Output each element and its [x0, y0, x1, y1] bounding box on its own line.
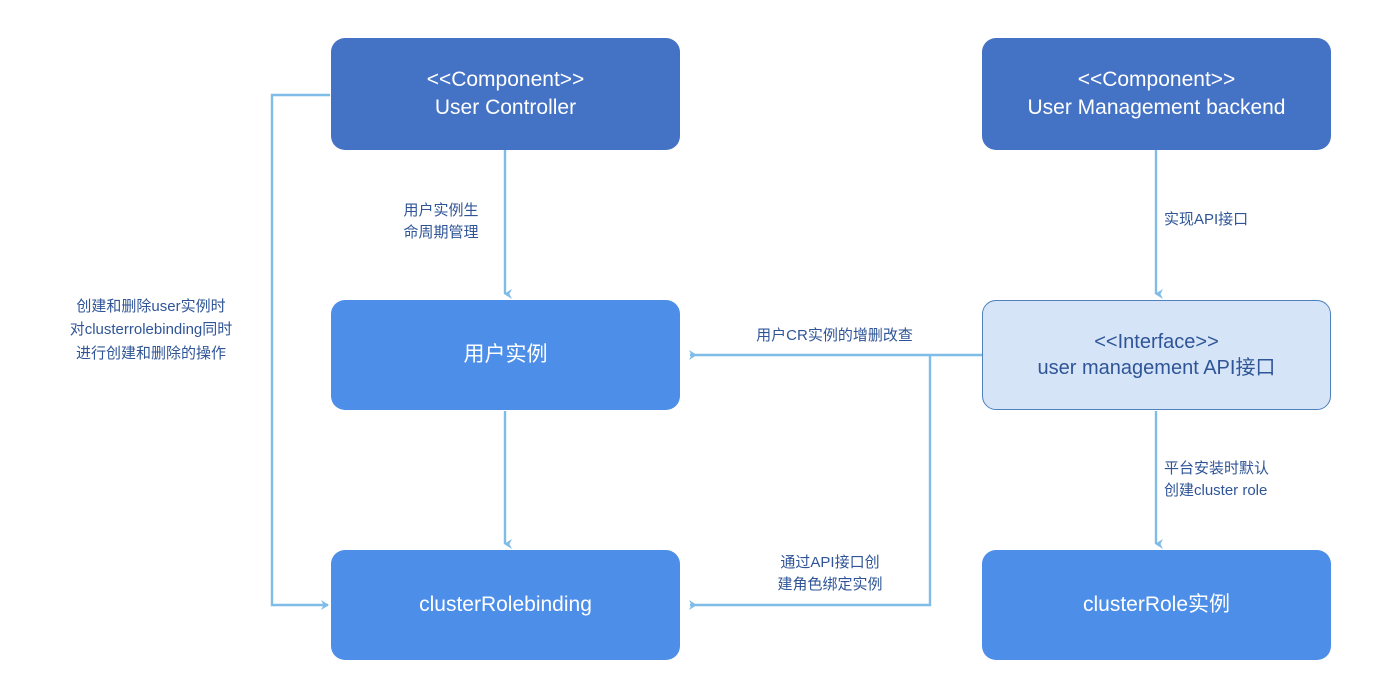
edge-controller-to-rolebinding: [270, 93, 330, 610]
node-cluster-role-name: clusterRole实例: [1082, 593, 1231, 617]
node-api-interface-name: user management API接口: [1037, 357, 1276, 379]
edge-label-implements-api: 实现API接口: [1164, 209, 1284, 231]
edge-label-user-cr-crud: 用户CR实例的增删改查: [727, 325, 942, 347]
node-user-management-backend-name: User Management backend: [1027, 96, 1286, 119]
edge-label-lifecycle: 用户实例生 命周期管理: [387, 200, 495, 244]
node-user-instance-name: 用户实例: [463, 343, 548, 367]
node-user-controller-name: User Controller: [434, 96, 577, 119]
node-cluster-rolebinding[interactable]: clusterRolebinding: [331, 550, 680, 660]
node-cluster-rolebinding-name: clusterRolebinding: [419, 593, 592, 617]
edge-label-default-cluster-role: 平台安装时默认 创建cluster role: [1164, 458, 1314, 502]
note-left-clusterrolebinding-sync: 创建和删除user实例时 对clusterrolebinding同时 进行创建和…: [69, 298, 233, 362]
node-cluster-role[interactable]: clusterRole实例: [982, 550, 1331, 660]
node-user-management-backend-stereotype: <<Component>>: [1077, 68, 1236, 92]
node-user-management-backend[interactable]: <<Component>> User Management backend: [982, 38, 1331, 150]
edge-api-to-rolebinding: [689, 355, 932, 610]
node-user-instance[interactable]: 用户实例: [331, 300, 680, 410]
edge-label-create-binding-via-api: 通过API接口创 建角色绑定实例: [750, 552, 910, 596]
node-api-interface-stereotype: <<Interface>>: [1094, 330, 1219, 353]
node-user-controller-stereotype: <<Component>>: [426, 68, 585, 92]
node-api-interface[interactable]: <<Interface>> user management API接口: [982, 300, 1331, 410]
node-user-controller[interactable]: <<Component>> User Controller: [331, 38, 680, 150]
